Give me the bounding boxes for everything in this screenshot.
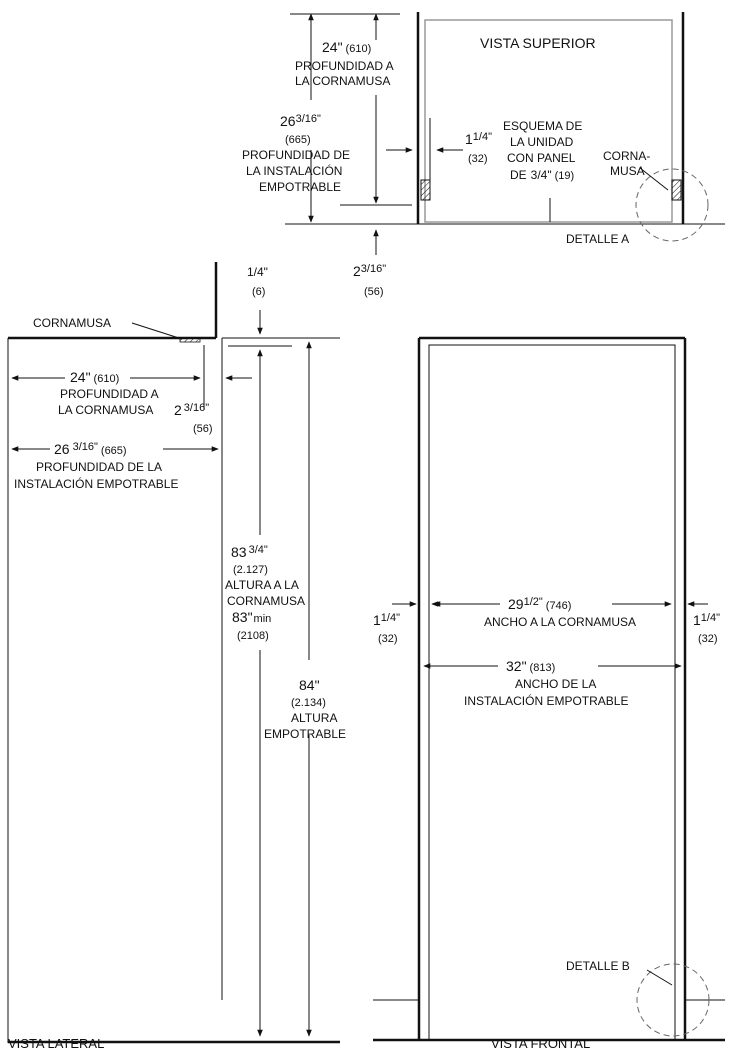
detail-a-label: DETALLE A (566, 232, 629, 246)
side-view-title: VISTA LATERAL (8, 1036, 104, 1051)
front-dim-right: 11/4" (693, 612, 720, 628)
front-dim-29: 291/2"(746) (508, 596, 571, 612)
side-dim-84: 84" (299, 677, 320, 693)
top-label-prof-inst-3: EMPOTRABLE (259, 180, 341, 194)
front-label-ancho-inst-2: INSTALACIÓN EMPOTRABLE (464, 693, 628, 708)
detail-b-leader (646, 969, 673, 986)
top-corna-leader (639, 167, 669, 191)
top-cleat-right (671, 179, 682, 201)
top-label-prof-inst-2: LA INSTALACIÓN (246, 163, 342, 178)
top-corna-2: MUSA (610, 164, 645, 178)
side-label-alt-corn-2: CORNAMUSA (227, 594, 305, 608)
detail-b-label: DETALLE B (566, 959, 630, 973)
top-view: VISTA SUPERIOR 24"(610) PROFUNDIDAD A LA… (242, 12, 725, 298)
side-dim-83min-mm: (2108) (237, 630, 269, 642)
front-view: 11/4" (32) 11/4" (32) 291/2"(746) ANCHO … (373, 336, 725, 1051)
side-label-prof-corn-1: PROFUNDIDAD A (60, 387, 159, 401)
side-dim-quarter: 1/4" (247, 265, 268, 279)
side-label-alt-corn-1: ALTURA A LA (225, 578, 299, 592)
front-label-ancho-inst-1: ANCHO DE LA (515, 677, 596, 691)
front-dim-32: 32"(813) (506, 658, 555, 674)
side-dim-24: 24"(610) (70, 369, 119, 385)
side-dim-84-mm: (2.134) (291, 697, 326, 709)
front-view-title: VISTA FRONTAL (491, 1036, 590, 1051)
side-cornamusa-label: CORNAMUSA (33, 316, 111, 330)
side-dim-2-mm: (56) (193, 423, 213, 435)
top-esquema-2: LA UNIDAD (510, 135, 574, 149)
front-dim-right-mm: (32) (698, 633, 718, 645)
top-dim-2-mm: (56) (364, 286, 384, 298)
front-label-ancho-corn: ANCHO A LA CORNAMUSA (484, 615, 636, 629)
top-dim-26: 263/16" (280, 113, 321, 129)
top-cleat-left (420, 179, 431, 201)
top-dim-24: 24"(610) (322, 39, 371, 55)
detail-a-circle (635, 168, 709, 242)
side-dim-83min: 83"min (232, 609, 271, 625)
side-cleat (179, 337, 201, 343)
side-label-alt-emp-1: ALTURA (291, 711, 337, 725)
top-dim-1: 11/4" (465, 131, 492, 147)
side-cornamusa-leader (131, 322, 183, 340)
side-dim-83-mm: (2.127) (233, 564, 268, 576)
side-label-prof-corn-2: LA CORNAMUSA (58, 403, 153, 417)
side-label-prof-inst-1: PROFUNDIDAD DE LA (36, 460, 162, 474)
top-dim-2: 23/16" (353, 263, 386, 279)
top-view-title: VISTA SUPERIOR (480, 35, 596, 51)
front-dim-left-mm: (32) (378, 633, 398, 645)
top-corna-1: CORNA- (603, 149, 650, 163)
top-unit-outline (424, 19, 673, 223)
top-dim-26-mm: (665) (285, 134, 311, 146)
detail-b-circle (636, 963, 710, 1037)
top-esquema-3: CON PANEL (507, 151, 576, 165)
top-label-prof-corn-1: PROFUNDIDAD A (295, 59, 394, 73)
side-view: CORNAMUSA 1/4" (6) 24"(610) PROFUNDIDAD … (7, 262, 346, 1051)
top-dim-1-mm: (32) (468, 153, 488, 165)
side-label-alt-emp-2: EMPOTRABLE (264, 727, 346, 741)
top-label-prof-inst-1: PROFUNDIDAD DE (242, 148, 350, 162)
top-label-prof-corn-2: LA CORNAMUSA (295, 74, 390, 88)
side-dim-quarter-mm: (6) (252, 286, 265, 298)
front-dim-left: 11/4" (373, 612, 400, 628)
top-esquema-1: ESQUEMA DE (503, 119, 582, 133)
front-unit-outline (428, 344, 676, 1040)
side-label-prof-inst-2: INSTALACIÓN EMPOTRABLE (14, 476, 178, 491)
